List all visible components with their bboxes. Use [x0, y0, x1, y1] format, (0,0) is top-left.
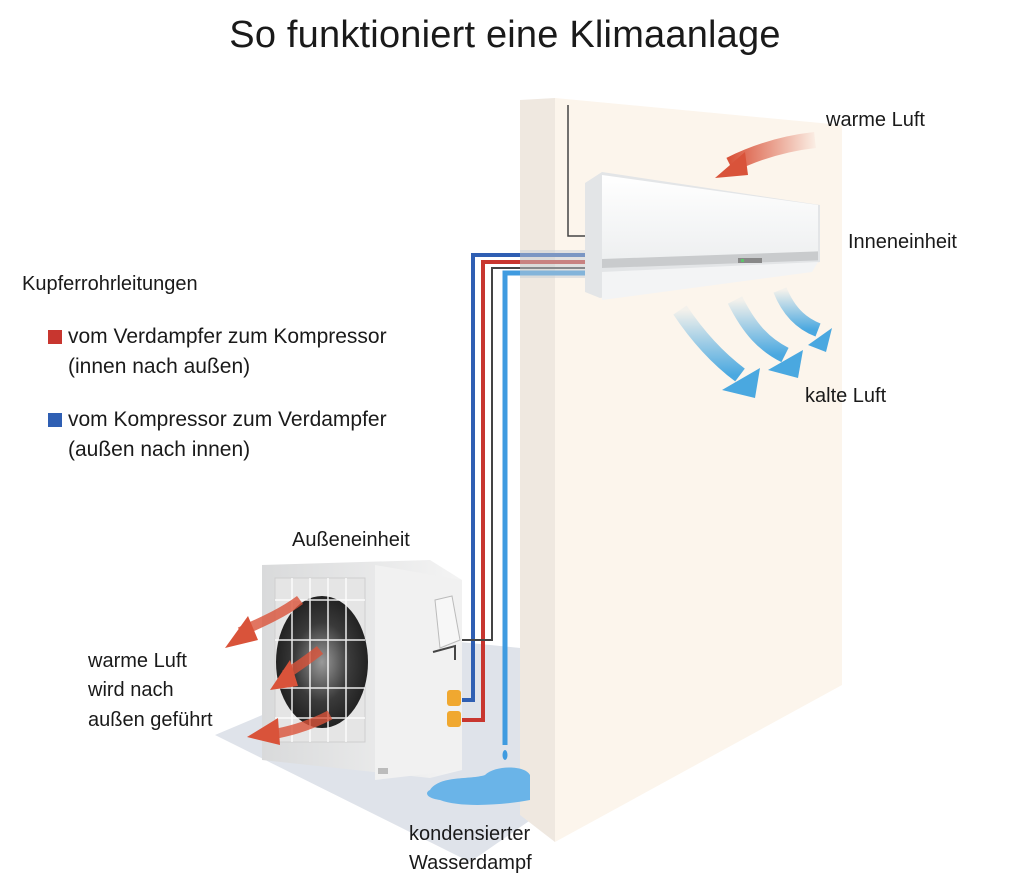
- label-warm-air-in: warme Luft: [826, 109, 925, 131]
- fan: [276, 596, 368, 728]
- legend-item-sublabel: (außen nach innen): [68, 438, 251, 461]
- valve-bottom: [447, 711, 461, 727]
- indoor-unit-body: [585, 172, 820, 300]
- label-warm-air-out-2: wird nach: [88, 679, 174, 701]
- label-warm-air-out-1: warme Luft: [88, 650, 187, 672]
- label-warm-air-out-3: außen geführt: [88, 709, 213, 731]
- water-puddle: [427, 767, 530, 805]
- valve-top: [447, 690, 461, 706]
- blue-swatch-icon: [48, 413, 62, 427]
- label-outdoor-unit: Außeneinheit: [292, 529, 410, 551]
- label-indoor-unit: Inneneinheit: [848, 231, 957, 253]
- control-cable: [567, 105, 585, 237]
- legend-item-label: vom Kompressor zum Verdampfer: [68, 408, 387, 431]
- legend-item-label: vom Verdampfer zum Kompressor: [68, 325, 387, 348]
- warm-air-in-arrow: [715, 132, 816, 178]
- page-title: So funktioniert eine Klimaanlage: [229, 14, 781, 56]
- label-condensate-1: kondensierter: [409, 823, 531, 845]
- legend-item-sublabel: (innen nach außen): [68, 355, 251, 378]
- valve-cover: [434, 595, 461, 649]
- cold-air-arrows: [673, 287, 832, 398]
- wall-pipe-sleeve: [520, 250, 590, 278]
- water-drop: [502, 750, 508, 760]
- legend-heading: Kupferrohrleitungen: [22, 273, 198, 295]
- label-condensate-2: Wasserdampf: [409, 852, 532, 874]
- warm-air-out-arrows: [225, 595, 333, 745]
- label-cold-air: kalte Luft: [805, 385, 887, 407]
- red-swatch-icon: [48, 330, 62, 344]
